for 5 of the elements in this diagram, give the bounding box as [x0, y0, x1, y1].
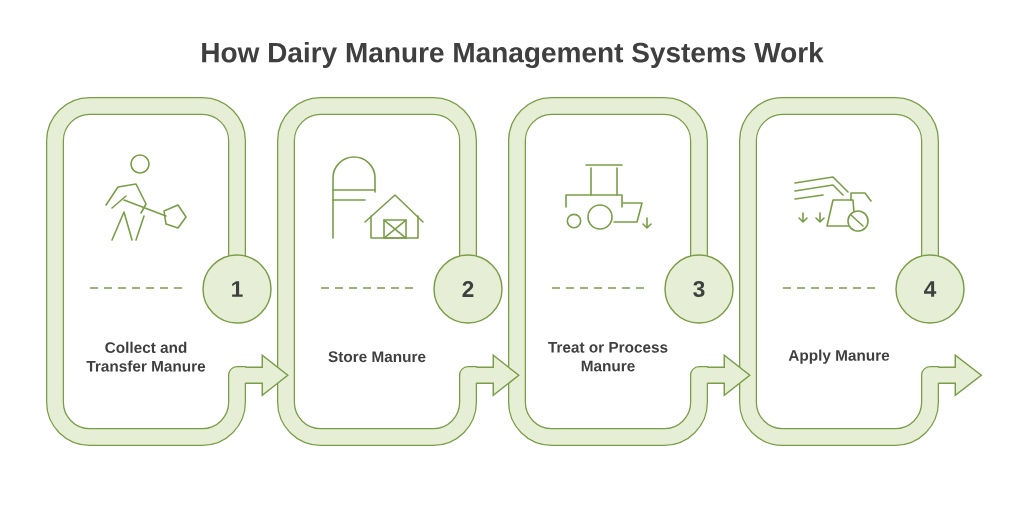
arrow	[937, 353, 983, 397]
arrow	[475, 353, 520, 397]
arrow	[706, 353, 751, 397]
arrow	[244, 353, 289, 397]
title: How Dairy Manure Management Systems Work	[202, 41, 824, 69]
